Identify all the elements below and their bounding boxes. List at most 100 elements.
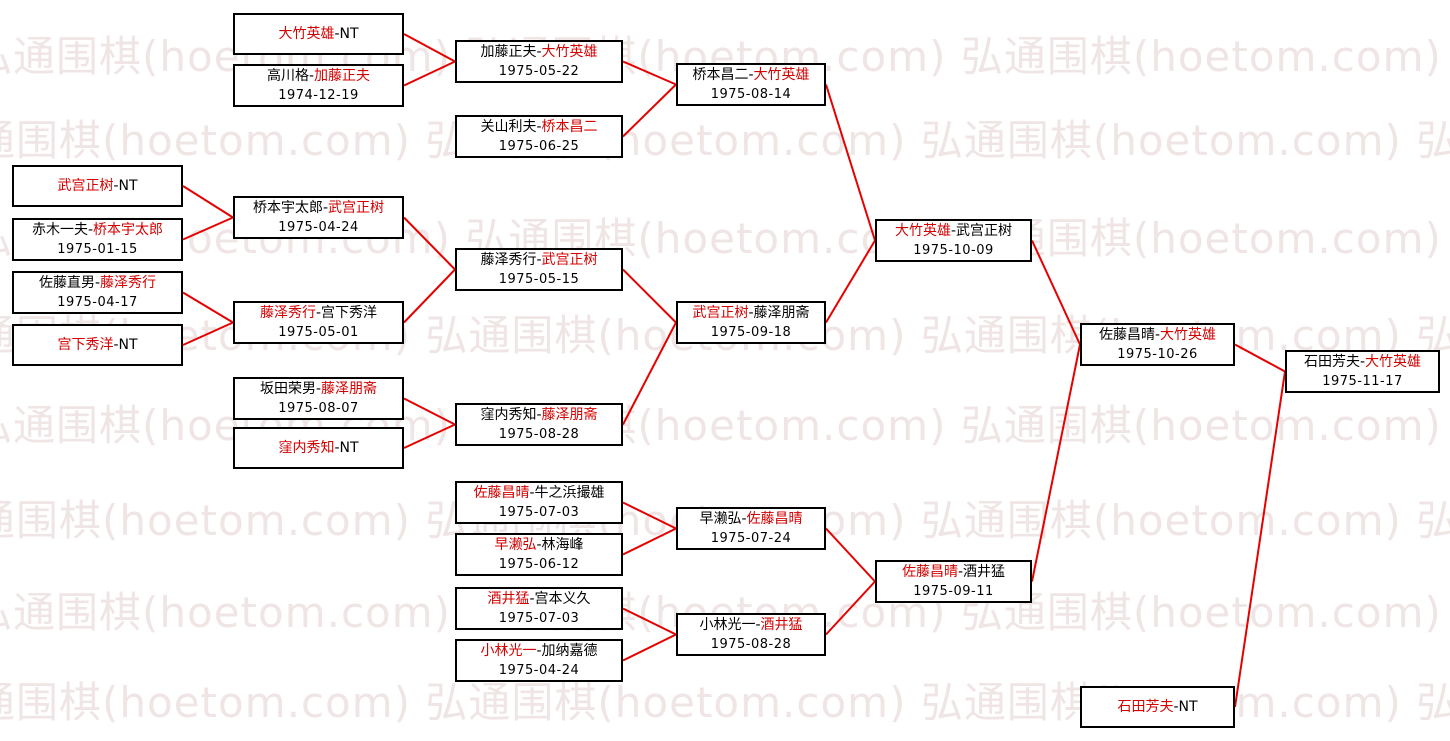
connector-line xyxy=(825,84,876,241)
connector-line xyxy=(622,633,677,662)
match-box[interactable]: 石田芳夫-NT xyxy=(1080,686,1235,728)
player-2: 藤泽朋斋 xyxy=(753,304,810,321)
match-box[interactable]: 佐藤昌晴-大竹英雄 1975-10-26 xyxy=(1080,323,1235,366)
player-2: 宫本义久 xyxy=(534,590,591,607)
connector-line xyxy=(825,580,876,636)
player-1: 武宫正树 xyxy=(57,177,114,194)
connector-line xyxy=(403,216,456,271)
match-players: 佐藤昌晴-牛之浜撮雄 xyxy=(473,484,604,503)
connector-line xyxy=(622,322,677,425)
match-date: 1975-08-14 xyxy=(710,86,792,102)
match-players: 石田芳夫-大竹英雄 xyxy=(1304,353,1421,372)
player-2: 牛之浜撮雄 xyxy=(534,484,605,501)
match-players: 高川格-加藤正夫 xyxy=(267,67,370,86)
match-players: 武宫正树-藤泽朋斋 xyxy=(692,304,809,323)
match-box[interactable]: 酒井猛-宫本义久 1975-07-03 xyxy=(455,587,623,630)
player-1: 窪内秀知 xyxy=(480,406,537,423)
player-1: 佐藤昌晴 xyxy=(901,563,958,580)
match-date: 1975-10-26 xyxy=(1117,346,1198,362)
match-players: 藤泽秀行-宫下秀洋 xyxy=(260,304,377,323)
match-date: 1975-05-01 xyxy=(278,324,359,340)
match-box[interactable]: 窪内秀知-NT xyxy=(233,427,404,469)
player-2: 藤泽朋斋 xyxy=(541,406,598,423)
player-separator: - xyxy=(308,67,315,84)
match-box[interactable]: 加藤正夫-大竹英雄 1975-05-22 xyxy=(455,40,623,83)
player-separator: - xyxy=(536,642,542,659)
player-1: 小林光一 xyxy=(699,616,756,633)
match-players: 早濑弘-佐藤昌晴 xyxy=(699,510,802,529)
player-1: 赤木一夫 xyxy=(31,221,88,238)
match-box[interactable]: 大竹英雄-武宫正树 1975-10-09 xyxy=(875,219,1032,262)
match-players: 加藤正夫-大竹英雄 xyxy=(480,43,597,62)
match-box[interactable]: 桥本宇太郎-武宫正树 1975-04-24 xyxy=(233,196,404,239)
connector-line xyxy=(622,527,677,556)
match-players: 石田芳夫-NT xyxy=(1117,698,1197,717)
connector-line xyxy=(1234,343,1286,373)
match-box[interactable]: 宫下秀洋-NT xyxy=(12,324,183,366)
player-2: 藤泽秀行 xyxy=(100,274,157,291)
match-players: 小林光一-加纳嘉德 xyxy=(480,642,597,661)
match-players: 大竹英雄-NT xyxy=(278,25,358,44)
player-2: 酒井猛 xyxy=(963,563,1006,580)
player-1: 藤泽秀行 xyxy=(259,304,316,321)
match-box[interactable]: 佐藤昌晴-酒井猛 1975-09-11 xyxy=(875,560,1032,603)
match-date: 1975-08-28 xyxy=(710,636,792,652)
player-2: 武宫正树 xyxy=(328,199,385,216)
match-box[interactable]: 大竹英雄-NT xyxy=(233,13,404,55)
player-separator: - xyxy=(536,536,542,553)
connector-line xyxy=(403,397,456,426)
player-separator: - xyxy=(94,274,101,291)
match-box[interactable]: 高川格-加藤正夫 1974-12-19 xyxy=(233,64,404,107)
match-players: 关山利夫-桥本昌二 xyxy=(480,118,597,137)
match-date: 1975-07-03 xyxy=(498,504,580,520)
player-separator: - xyxy=(741,510,747,527)
match-players: 武宫正树-NT xyxy=(57,177,137,196)
connector-line xyxy=(182,185,234,219)
match-box[interactable]: 藤泽秀行-宫下秀洋 1975-05-01 xyxy=(233,301,404,344)
player-1: 大竹英雄 xyxy=(894,222,951,239)
match-box[interactable]: 佐藤直男-藤泽秀行 1975-04-17 xyxy=(12,271,183,314)
match-date: 1974-12-19 xyxy=(278,87,359,103)
player-2: 武宫正树 xyxy=(541,251,598,268)
match-players: 酒井猛-宫本义久 xyxy=(487,590,590,609)
match-date: 1975-07-24 xyxy=(710,530,792,546)
player-separator: - xyxy=(322,199,329,216)
match-date: 1975-09-18 xyxy=(710,324,792,340)
match-box[interactable]: 窪内秀知-藤泽朋斋 1975-08-28 xyxy=(455,403,623,446)
player-2: 大竹英雄 xyxy=(753,66,810,83)
connector-line xyxy=(622,501,677,530)
player-separator: - xyxy=(315,304,322,321)
match-players: 小林光一-酒井猛 xyxy=(699,616,802,635)
match-players: 桥本昌二-大竹英雄 xyxy=(692,66,809,85)
player-2: 佐藤昌晴 xyxy=(746,510,803,527)
match-date: 1975-11-17 xyxy=(1322,373,1403,389)
player-1: 酒井猛 xyxy=(487,590,530,607)
player-2: 宫下秀洋 xyxy=(321,304,378,321)
player-separator: - xyxy=(1154,326,1161,343)
match-box[interactable]: 桥本昌二-大竹英雄 1975-08-14 xyxy=(676,63,826,106)
match-box[interactable]: 武宫正树-藤泽朋斋 1975-09-18 xyxy=(676,301,826,344)
match-box[interactable]: 早濑弘-林海峰 1975-06-12 xyxy=(455,533,623,576)
match-date: 1975-06-12 xyxy=(498,556,580,572)
match-date: 1975-04-17 xyxy=(57,294,138,310)
match-date: 1975-08-28 xyxy=(498,426,580,442)
player-1: 关山利夫 xyxy=(480,118,537,135)
match-box[interactable]: 小林光一-加纳嘉德 1975-04-24 xyxy=(455,639,623,682)
match-box[interactable]: 早濑弘-佐藤昌晴 1975-07-24 xyxy=(676,507,826,550)
match-box[interactable]: 石田芳夫-大竹英雄 1975-11-17 xyxy=(1285,350,1440,393)
match-box[interactable]: 小林光一-酒井猛 1975-08-28 xyxy=(676,613,826,656)
player-1: 早濑弘 xyxy=(494,536,537,553)
match-box[interactable]: 赤木一夫-桥本宇太郎 1975-01-15 xyxy=(12,218,183,261)
player-1: 窪内秀知 xyxy=(278,439,335,456)
match-box[interactable]: 佐藤昌晴-牛之浜撮雄 1975-07-03 xyxy=(455,481,623,524)
player-1: 大竹英雄 xyxy=(278,25,335,42)
match-box[interactable]: 藤泽秀行-武宫正树 1975-05-15 xyxy=(455,248,623,291)
player-separator: - xyxy=(957,563,964,580)
player-separator: - xyxy=(536,43,542,60)
connector-line xyxy=(622,83,677,138)
match-players: 赤木一夫-桥本宇太郎 xyxy=(32,221,163,240)
match-date: 1975-05-15 xyxy=(498,271,580,287)
match-box[interactable]: 关山利夫-桥本昌二 1975-06-25 xyxy=(455,115,623,158)
match-box[interactable]: 坂田荣男-藤泽朋斋 1975-08-07 xyxy=(233,377,404,420)
match-box[interactable]: 武宫正树-NT xyxy=(12,165,183,207)
